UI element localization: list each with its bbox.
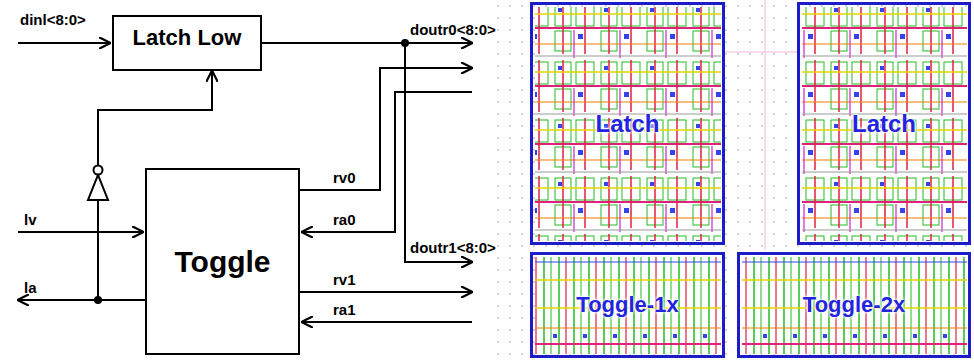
box-label: Toggle-2x: [803, 292, 905, 318]
guide-line: [725, 52, 797, 53]
layout-region: Toggle-2x: [737, 252, 971, 358]
signal-name: la: [24, 280, 37, 296]
layout-region: Latch: [797, 2, 971, 245]
bus-output-wire: [262, 42, 472, 44]
box-label: Toggle: [174, 245, 270, 279]
latch-box: Latch Low: [112, 15, 262, 71]
toggle-layout: [535, 257, 721, 354]
guide-line: [765, 0, 766, 250]
signal-name: ra0: [333, 212, 356, 228]
toggle-layout: [742, 257, 967, 354]
signal-wire: [302, 92, 472, 232]
signal-name: dinl<8:0>: [20, 12, 86, 28]
signal-wire: [302, 321, 472, 323]
signal-wire: [18, 299, 98, 301]
box-label: Latch Low: [133, 25, 242, 51]
box-label: Latch: [852, 110, 916, 138]
signal-name: doutr0<8:0>: [410, 22, 496, 38]
grid-dots: [490, 0, 974, 360]
bus-output-wire: [405, 43, 472, 262]
signal-name: lv: [24, 212, 37, 228]
latch-layout: [535, 7, 721, 241]
signal-name: doutr1<8:0>: [410, 240, 496, 256]
signal-name: rv0: [333, 170, 356, 186]
signal-name: rv1: [333, 272, 356, 288]
latch-layout: [802, 7, 967, 241]
box-label: Latch: [595, 110, 659, 138]
box-label: Toggle-1x: [576, 292, 678, 318]
inverter-symbol: [88, 175, 108, 200]
junction-dot: [401, 39, 409, 47]
signal-wire: [18, 231, 143, 233]
signal-wire: [300, 68, 472, 190]
bus-input-wire: [18, 42, 110, 44]
toggle-box: Toggle: [145, 168, 300, 355]
signal-name: ra1: [333, 302, 356, 318]
junction-dot: [94, 296, 102, 304]
layout-region: Latch: [530, 2, 725, 245]
signal-wire: [300, 291, 472, 293]
inverter-bubble: [94, 166, 103, 175]
layout-region: Toggle-1x: [530, 252, 725, 358]
